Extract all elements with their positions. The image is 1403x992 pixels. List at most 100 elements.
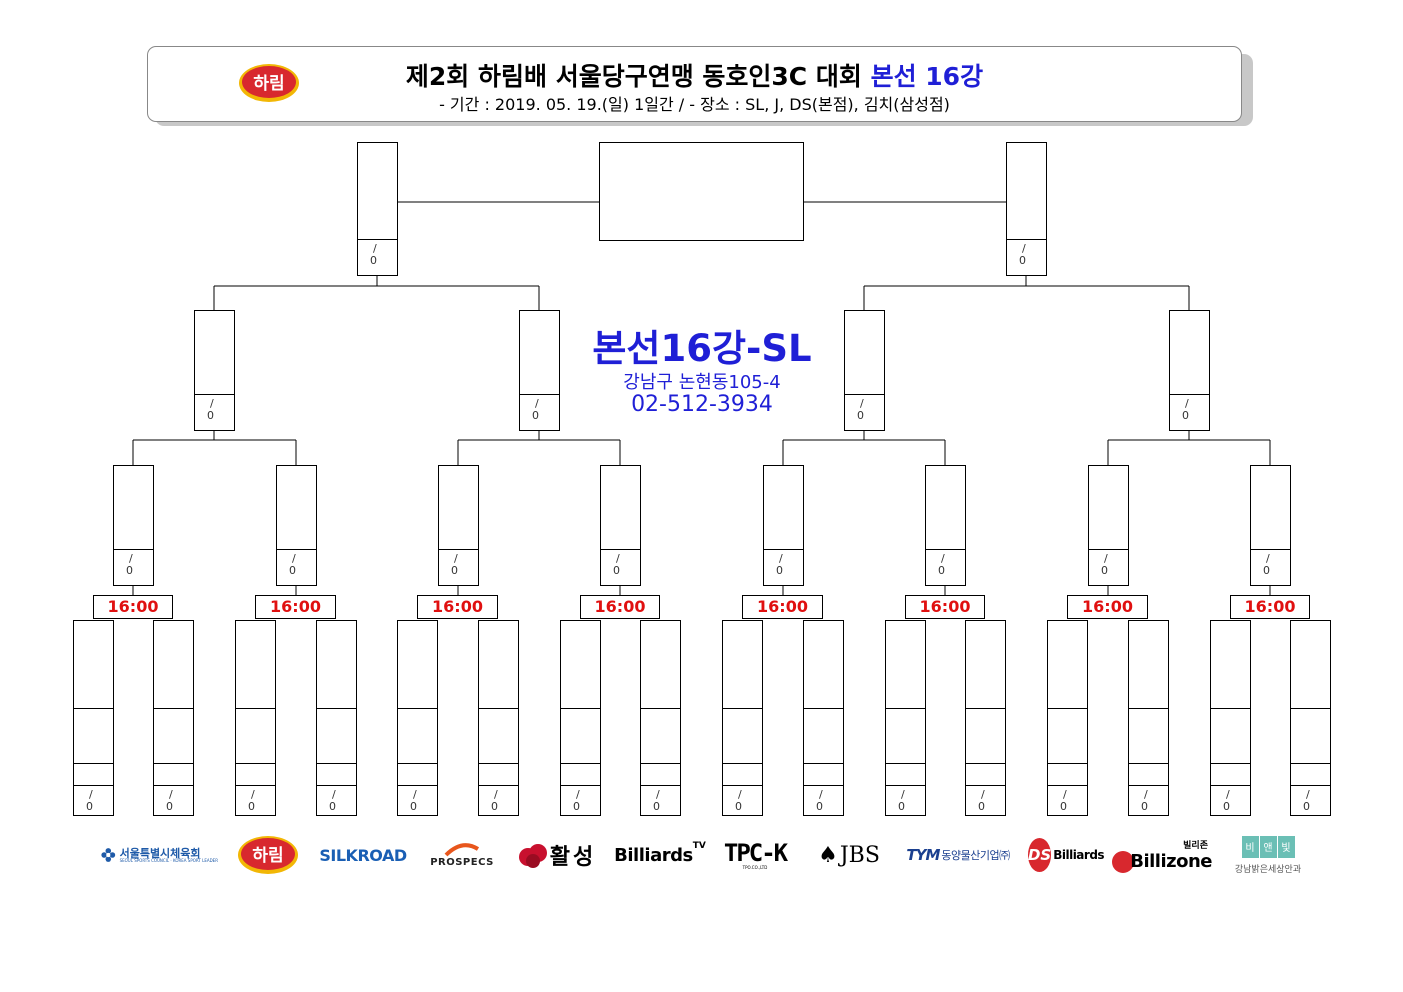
box-divider [641,785,680,786]
player-box: /0 [73,620,114,816]
box-divider [1129,785,1168,786]
box-divider [1170,394,1209,395]
box-divider [804,785,843,786]
player-box: /0 [1210,620,1251,816]
match-time: 16:00 [93,595,173,619]
score-zero: 0 [573,800,580,813]
score-slash: / [616,552,620,565]
score-slash: / [169,788,173,801]
semifinal-box: /0 [1169,310,1210,431]
quarterfinal-box: /0 [925,465,966,586]
score-zero: 0 [289,564,296,577]
billizone-ball-icon [1112,850,1135,873]
billiards-tv-sup: TV [692,841,706,851]
player-box: /0 [478,620,519,816]
score-slash: / [656,788,660,801]
box-divider [1291,708,1330,709]
score-zero: 0 [248,800,255,813]
box-divider [804,763,843,764]
biyanbit-char-1: 비 [1241,835,1259,858]
player-box: /0 [397,620,438,816]
hwalseong-text: 활성 [549,845,597,870]
score-zero: 0 [938,564,945,577]
seoul-text: 서울특별시체육회 [119,846,201,860]
score-zero: 0 [857,409,864,422]
ds-billiards-text: Billiards [1053,848,1105,862]
box-divider [1048,708,1087,709]
sponsor-ds-billiards: DS Billiards [1027,835,1105,875]
box-divider [154,785,193,786]
prospecs-swoosh-icon [444,842,480,856]
score-zero: 0 [898,800,905,813]
box-divider [74,708,113,709]
page-title: 제2회 하림배 서울당구연맹 동호인3C 대회 본선 16강 [147,57,1242,93]
box-divider [723,763,762,764]
title-main: 제2회 하림배 서울당구연맹 동호인3C 대회 [405,62,862,91]
sponsor-silkroad: SILKROAD [319,845,407,865]
box-divider [520,394,559,395]
box-divider [277,549,316,550]
score-zero: 0 [1060,800,1067,813]
match-time: 16:00 [255,595,336,619]
score-slash: / [413,788,417,801]
harim-logo: 하림 [238,62,300,104]
score-slash: / [819,788,823,801]
quarterfinal-box: /0 [600,465,641,586]
billiards-tv-text: Billiards [614,844,693,866]
score-zero: 0 [126,564,133,577]
player-box: /0 [1128,620,1169,816]
score-slash: / [1144,788,1148,801]
quarterfinal-box: /0 [1088,465,1129,586]
sponsor-billiards-tv: Billiards TV [614,835,706,875]
box-divider [601,549,640,550]
box-divider [1007,239,1046,240]
score-slash: / [576,788,580,801]
box-divider [1129,708,1168,709]
seoul-flower-icon [101,848,116,862]
score-slash: / [779,552,783,565]
score-slash: / [1104,552,1108,565]
player-box: /0 [1290,620,1331,816]
score-zero: 0 [1101,564,1108,577]
box-divider [1251,549,1290,550]
box-divider [723,785,762,786]
box-divider [479,763,518,764]
score-zero: 0 [1303,800,1310,813]
match-time: 16:00 [905,595,985,619]
box-divider [154,708,193,709]
box-divider [479,785,518,786]
score-slash: / [292,552,296,565]
box-divider [641,763,680,764]
box-divider [966,708,1005,709]
semifinal-box: /0 [194,310,235,431]
score-zero: 0 [86,800,93,813]
sponsor-prospecs: PROSPECS [428,835,496,875]
box-divider [1291,785,1330,786]
venue-address: 강남구 논현동105-4 [623,372,781,393]
score-zero: 0 [735,800,742,813]
player-box: /0 [560,620,601,816]
box-divider [398,708,437,709]
score-zero: 0 [1223,800,1230,813]
score-zero: 0 [451,564,458,577]
score-slash: / [901,788,905,801]
dongyang-text: 동양물산기업㈜ [941,849,1010,862]
score-slash: / [373,242,377,255]
sponsor-dongyang: TYM 동양물산기업㈜ [896,835,1020,875]
box-divider [561,785,600,786]
title-accent: 본선 16강 [870,62,984,91]
box-divider [358,239,397,240]
quarterfinal-box: /0 [276,465,317,586]
player-box: /0 [235,620,276,816]
player-box: /0 [885,620,926,816]
spade-icon: ♠ [818,842,838,868]
score-zero: 0 [207,409,214,422]
score-zero: 0 [816,800,823,813]
score-zero: 0 [1141,800,1148,813]
box-divider [845,394,884,395]
box-divider [1129,763,1168,764]
score-zero: 0 [1182,409,1189,422]
score-zero: 0 [532,409,539,422]
score-slash: / [332,788,336,801]
